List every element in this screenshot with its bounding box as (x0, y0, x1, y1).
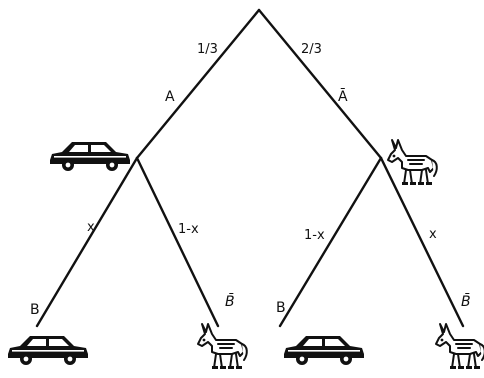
event-label-not-B-right: B̄ (461, 292, 471, 310)
donkey-icon (387, 139, 438, 186)
edge-left-left (35, 156, 139, 328)
event-label-A: A (165, 89, 175, 105)
event-label-B-left: B (30, 302, 40, 318)
edge-right-left (278, 156, 383, 328)
donkey-icon (435, 323, 484, 370)
event-label-B-right: B (276, 300, 286, 316)
donkey-icon (197, 323, 248, 370)
prob-label-root-left: 1/3 (197, 42, 218, 57)
prob-label-root-right: 2/3 (301, 42, 322, 57)
prob-label-left-right: 1-x (178, 222, 199, 237)
edge-root-left (135, 8, 261, 160)
event-label-not-B-left: B̄ (225, 292, 235, 310)
car-icon (50, 142, 130, 171)
prob-label-right-left: 1-x (304, 228, 325, 243)
edge-right-right (379, 156, 465, 328)
car-icon (8, 336, 88, 365)
prob-label-right-right: x (429, 227, 437, 242)
prob-label-left-left: x (87, 220, 95, 235)
edge-left-right (135, 156, 220, 328)
car-icon (284, 336, 364, 365)
event-label-not-A: Ā (338, 88, 348, 105)
edge-root-right (257, 8, 383, 160)
